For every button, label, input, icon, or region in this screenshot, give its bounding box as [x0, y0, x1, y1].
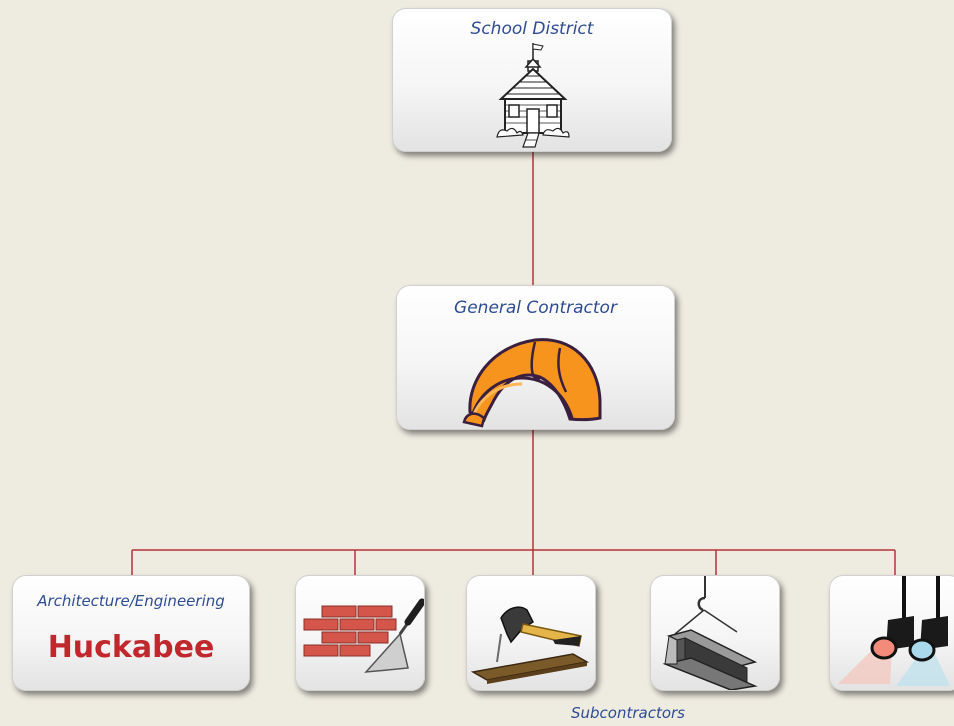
stage-lights-icon [838, 576, 950, 686]
steel-beam-icon [662, 576, 758, 690]
architecture-engineering-title: Architecture/Engineering [37, 592, 225, 610]
school-district-title: School District [470, 19, 594, 39]
subcontractor-lighting-box [829, 575, 954, 691]
schoolhouse-icon [496, 43, 570, 148]
general-contractor-title: General Contractor [454, 298, 617, 318]
brick-trowel-icon [303, 598, 424, 673]
huckabee-logo: Huckabee [47, 630, 215, 665]
subcontractors-caption: Subcontractors [570, 704, 685, 722]
hammer-nail-icon [470, 606, 590, 684]
subcontractor-masonry-box [295, 575, 425, 691]
subcontractor-carpentry-box [466, 575, 596, 691]
school-district-box: School District [392, 8, 672, 152]
general-contractor-box: General Contractor [396, 285, 675, 430]
hard-hat-icon [462, 338, 602, 428]
subcontractor-steel-box [650, 575, 780, 691]
architecture-engineering-box: Architecture/Engineering Huckabee [12, 575, 250, 691]
